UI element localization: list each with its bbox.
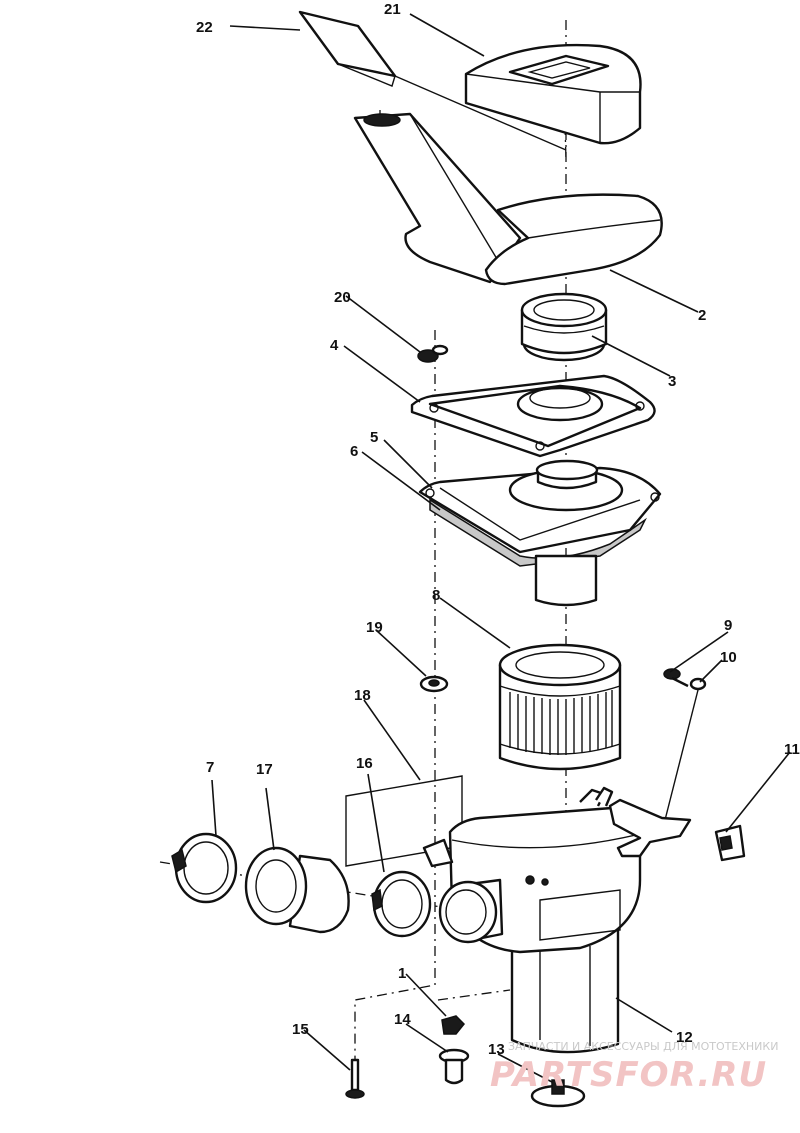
callout-20: 20 <box>334 289 351 306</box>
part-7-clamp <box>171 832 238 904</box>
callout-8: 8 <box>432 587 440 604</box>
part-9-screw <box>663 668 689 688</box>
callout-9: 9 <box>724 617 732 634</box>
callout-21: 21 <box>384 1 401 18</box>
watermark: ЗАПЧАСТИ И АКСЕССУАРЫ ДЛЯ МОТОТЕХНИКИ PA… <box>490 1040 778 1095</box>
part-10-washer <box>664 677 707 821</box>
callout-19: 19 <box>366 619 383 636</box>
callout-2: 2 <box>698 307 706 324</box>
part-3-sleeve <box>520 292 608 362</box>
leader-lines <box>211 13 791 1083</box>
callout-11: 11 <box>784 741 800 758</box>
callout-3: 3 <box>668 373 676 390</box>
callout-15: 15 <box>292 1021 309 1038</box>
callouts: 22 21 2 3 20 4 5 6 8 9 10 11 19 18 7 17 … <box>196 1 800 1058</box>
callout-4: 4 <box>330 337 339 354</box>
part-21-foam-block <box>464 43 642 145</box>
part-15-bolt <box>345 1058 365 1099</box>
callout-6: 6 <box>350 443 358 460</box>
callout-12: 12 <box>676 1029 693 1046</box>
part-16-clamp <box>371 870 432 938</box>
callout-22: 22 <box>196 19 213 36</box>
part-17-adapter <box>244 846 350 934</box>
callout-14: 14 <box>394 1011 411 1028</box>
callout-5: 5 <box>370 429 378 446</box>
part-8-filter-element <box>498 643 622 771</box>
callout-17: 17 <box>256 761 273 778</box>
callout-18: 18 <box>354 687 371 704</box>
callout-1: 1 <box>398 965 406 982</box>
callout-13: 13 <box>488 1041 505 1058</box>
part-1-nut <box>441 1015 466 1035</box>
callout-7: 7 <box>206 759 214 776</box>
watermark-caption: ЗАПЧАСТИ И АКСЕССУАРЫ ДЛЯ МОТОТЕХНИКИ <box>508 1040 778 1053</box>
part-19-washer <box>419 675 449 693</box>
part-11-clip <box>714 824 746 862</box>
part-13-grommet <box>530 1079 586 1108</box>
part-14-spacer <box>438 1048 470 1085</box>
part-22-plate <box>298 10 567 151</box>
filter-pleats <box>509 690 613 755</box>
watermark-logo: PARTSFOR.RU <box>490 1055 767 1095</box>
callout-10: 10 <box>720 649 737 666</box>
part-5-lid <box>418 459 662 607</box>
part-2-intake-cover <box>353 112 663 286</box>
part-4-cover-plate <box>410 374 656 458</box>
callout-16: 16 <box>356 755 373 772</box>
part-12-housing <box>422 786 692 1054</box>
part-20-nut <box>417 344 449 363</box>
